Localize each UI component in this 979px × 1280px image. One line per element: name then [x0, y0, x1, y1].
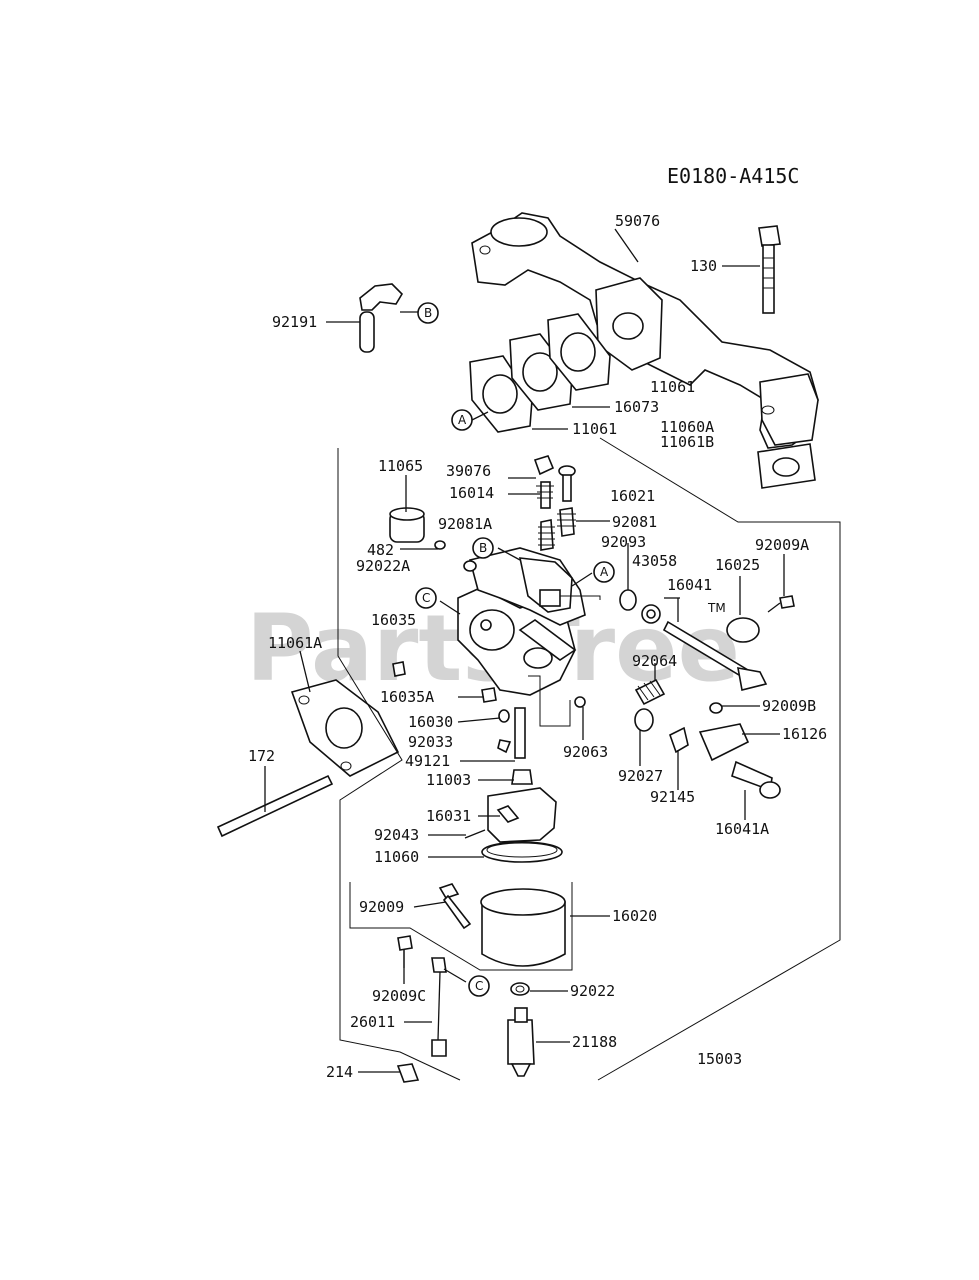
svg-text:C: C	[422, 591, 430, 605]
label-482: 482	[367, 541, 394, 559]
svg-text:B: B	[479, 541, 487, 555]
label-11065: 11065	[378, 457, 423, 475]
label-11061-mid: 11061	[572, 420, 617, 438]
label-15003: 15003	[697, 1050, 742, 1068]
label-16041: 16041	[667, 576, 712, 594]
label-92022: 92022	[570, 982, 615, 1000]
label-11061B: 11061B	[660, 433, 714, 451]
fuel-solenoid	[507, 1007, 535, 1077]
label-92027: 92027	[618, 767, 663, 785]
label-16035: 16035	[371, 611, 416, 629]
label-92191: 92191	[272, 313, 317, 331]
label-92009A: 92009A	[755, 536, 809, 554]
svg-text:C: C	[475, 979, 483, 993]
label-92009B: 92009B	[762, 697, 816, 715]
label-11060: 11060	[374, 848, 419, 866]
choke-shaft	[641, 595, 795, 691]
svg-text:B: B	[424, 306, 432, 320]
label-130: 130	[690, 257, 717, 275]
label-92033: 92033	[408, 733, 453, 751]
label-16020: 16020	[612, 907, 657, 925]
jets-and-needles	[392, 661, 586, 785]
leader-lines	[264, 228, 785, 1073]
label-39076: 39076	[446, 462, 491, 480]
label-16035A: 16035A	[380, 688, 434, 706]
diagram-code: E0180-A415C	[667, 164, 799, 188]
label-92145: 92145	[650, 788, 695, 806]
label-21188: 21188	[572, 1033, 617, 1051]
label-16041A: 16041A	[715, 820, 769, 838]
label-92081A: 92081A	[438, 515, 492, 533]
label-16030: 16030	[408, 713, 453, 731]
label-16073: 16073	[614, 398, 659, 416]
part-labels: 59076 130 92191 11061 16073 11061 11060A…	[248, 212, 827, 1081]
callout-A-1: A	[451, 409, 473, 431]
label-92022A: 92022A	[356, 557, 410, 575]
label-92081: 92081	[612, 513, 657, 531]
watermark-tm: TM	[707, 601, 726, 615]
pipe-11065	[389, 507, 425, 543]
exhaust-manifold	[471, 212, 819, 489]
svg-text:A: A	[458, 413, 467, 427]
callout-B-1: B	[417, 302, 439, 324]
callout-B-2: B	[472, 537, 494, 559]
label-16126: 16126	[782, 725, 827, 743]
callout-C-1: C	[415, 587, 437, 609]
carburetor-body	[457, 547, 586, 696]
float-and-gasket	[464, 787, 563, 863]
label-11061A: 11061A	[268, 634, 322, 652]
label-26011: 26011	[350, 1013, 395, 1031]
label-92093: 92093	[601, 533, 646, 551]
label-16025: 16025	[715, 556, 760, 574]
label-43058: 43058	[632, 552, 677, 570]
label-172: 172	[248, 747, 275, 765]
label-214: 214	[326, 1063, 353, 1081]
float-bowl	[438, 883, 566, 996]
bolt-130	[758, 225, 781, 314]
throttle-parts	[634, 678, 781, 799]
label-11060A: 11060A	[660, 418, 714, 436]
callout-C-2: C	[468, 975, 490, 997]
label-11003: 11003	[426, 771, 471, 789]
callout-A-2: A	[593, 561, 615, 583]
top-screws	[434, 455, 637, 611]
label-16021: 16021	[610, 487, 655, 505]
label-92009: 92009	[359, 898, 404, 916]
label-92009C: 92009C	[372, 987, 426, 1005]
label-49121: 49121	[405, 752, 450, 770]
label-11061-top: 11061	[650, 378, 695, 396]
label-92043: 92043	[374, 826, 419, 844]
ground-wire	[396, 935, 447, 1083]
elbow-92191	[359, 283, 404, 353]
label-92063: 92063	[563, 743, 608, 761]
stud-172	[216, 774, 334, 838]
label-92064: 92064	[632, 652, 677, 670]
spacer-gasket	[290, 679, 400, 777]
label-59076: 59076	[615, 212, 660, 230]
frame-lines	[337, 437, 841, 1081]
svg-text:A: A	[600, 565, 609, 579]
label-16014: 16014	[449, 484, 494, 502]
manifold-gaskets	[469, 313, 611, 433]
label-16031: 16031	[426, 807, 471, 825]
